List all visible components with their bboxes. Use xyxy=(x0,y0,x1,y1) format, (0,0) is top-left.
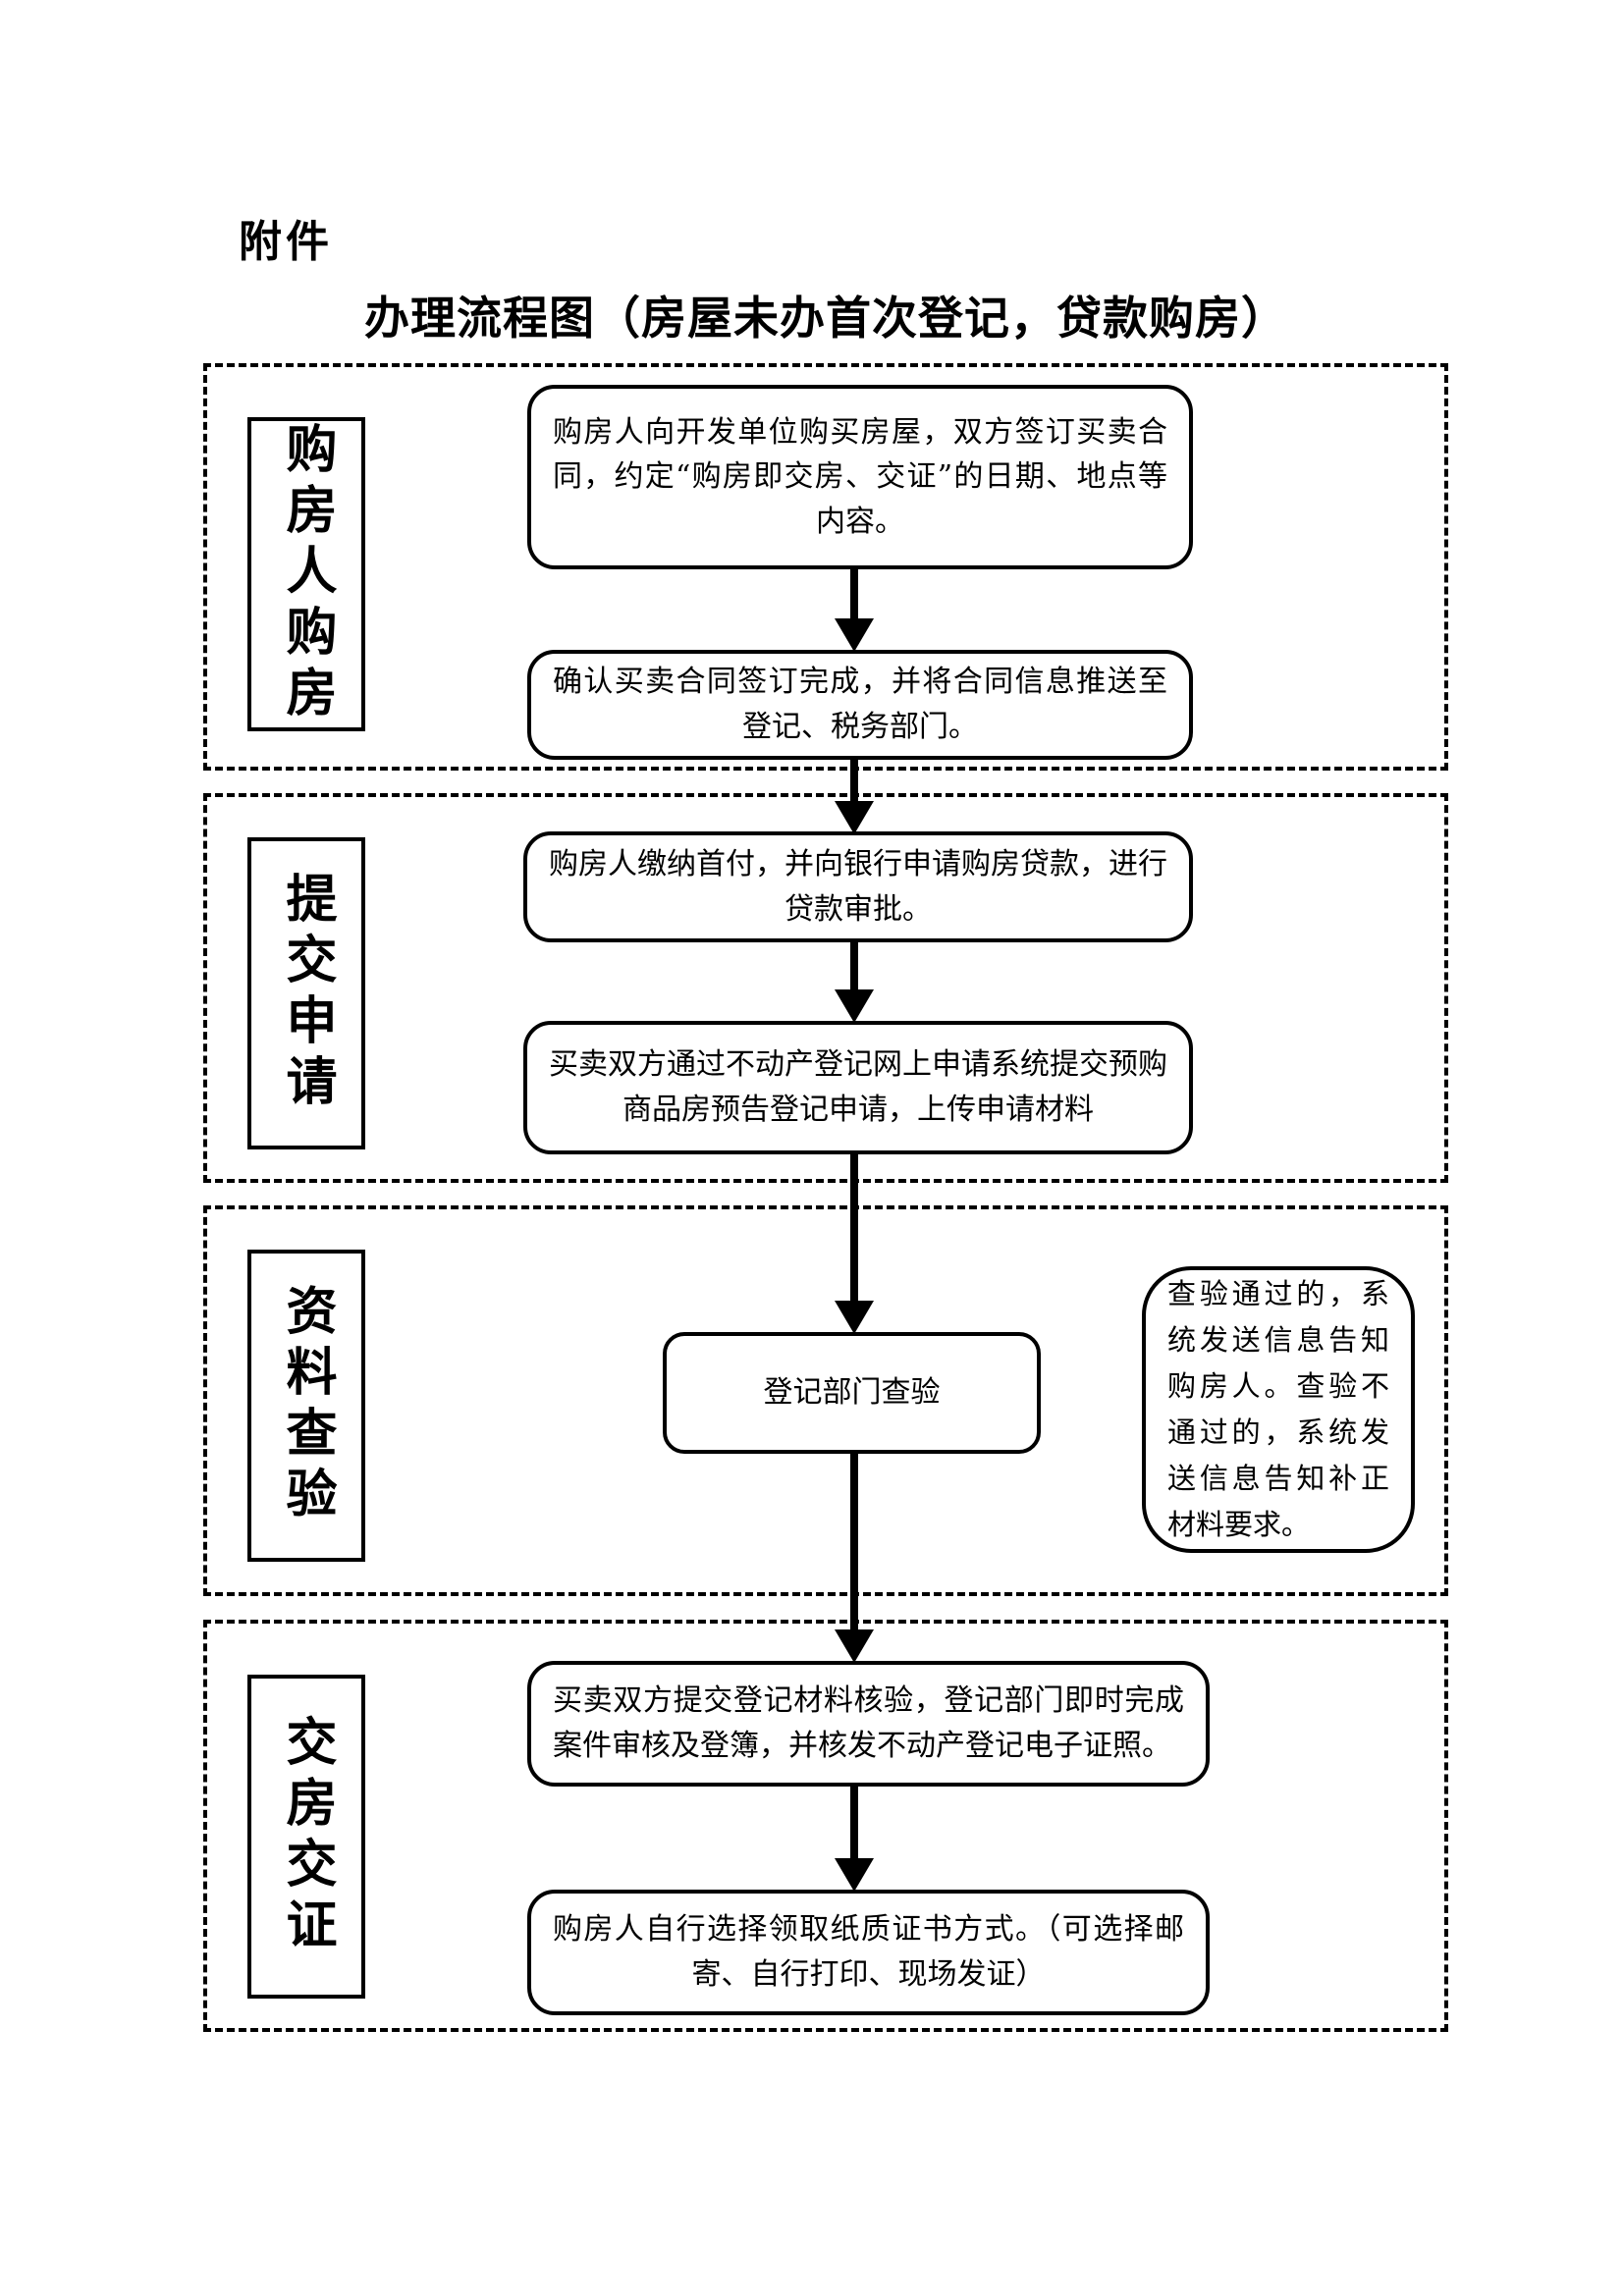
arrow-down-icon xyxy=(835,1787,874,1892)
flow-step-downpayment-loan: 购房人缴纳首付，并向银行申请购房贷款，进行贷款审批。 xyxy=(523,831,1193,942)
attachment-label: 附件 xyxy=(239,217,333,267)
note-box-check-result: 查验通过的，系统发送信息告知购房人。查验不通过的，系统发送信息告知补正材料要求。 xyxy=(1142,1266,1415,1553)
stage-label-material-check: 资料查验 xyxy=(247,1250,365,1562)
flow-step-online-preregistration: 买卖双方通过不动产登记网上申请系统提交预购商品房预告登记申请，上传申请材料 xyxy=(523,1021,1193,1154)
arrow-head xyxy=(835,618,874,652)
arrow-down-icon xyxy=(835,1154,874,1334)
stage-label-text: 提交申请 xyxy=(277,872,337,1115)
arrow-head xyxy=(835,989,874,1023)
flow-step-registration-dept-check: 登记部门查验 xyxy=(663,1332,1041,1454)
section-frame-material-check xyxy=(203,1205,1448,1596)
stage-label-delivery-certificate: 交房交证 xyxy=(247,1675,365,1999)
stage-label-text: 资料查验 xyxy=(277,1284,337,1527)
arrow-head xyxy=(835,1629,874,1663)
flow-step-sign-contract: 购房人向开发单位购买房屋，双方签订买卖合同，约定“购房即交房、交证”的日期、地点… xyxy=(527,385,1193,569)
arrow-head xyxy=(835,1301,874,1334)
stage-label-buyer-purchase: 购房人购房 xyxy=(247,417,365,731)
stage-label-text: 购房人购房 xyxy=(277,422,337,726)
arrow-down-icon xyxy=(835,1453,874,1663)
section-frame-buyer-purchase xyxy=(203,363,1448,771)
flow-step-text: 确认买卖合同签订完成，并将合同信息推送至登记、税务部门。 xyxy=(553,665,1167,744)
arrow-head xyxy=(835,801,874,834)
arrow-shaft xyxy=(850,758,858,801)
stage-label-text: 交房交证 xyxy=(277,1715,337,1958)
arrow-shaft xyxy=(850,940,858,989)
section-frame-submit-application xyxy=(203,793,1448,1183)
flow-step-text: 购房人自行选择领取纸质证书方式。（可选择邮寄、自行打印、现场发证） xyxy=(553,1912,1184,1992)
flow-step-choose-paper-cert: 购房人自行选择领取纸质证书方式。（可选择邮寄、自行打印、现场发证） xyxy=(527,1890,1210,2015)
stage-label-submit-application: 提交申请 xyxy=(247,837,365,1149)
arrow-down-icon xyxy=(835,758,874,834)
flow-step-text: 买卖双方通过不动产登记网上申请系统提交预购商品房预告登记申请，上传申请材料 xyxy=(549,1047,1167,1127)
flow-step-text: 买卖双方提交登记材料核验，登记部门即时完成案件审核及登簿，并核发不动产登记电子证… xyxy=(553,1683,1184,1763)
section-frame-delivery-certificate xyxy=(203,1620,1448,2032)
flow-step-text: 登记部门查验 xyxy=(763,1375,941,1411)
arrow-down-icon xyxy=(835,567,874,652)
arrow-shaft xyxy=(850,1787,858,1858)
arrow-shaft xyxy=(850,567,858,618)
flow-step-text: 购房人向开发单位购买房屋，双方签订买卖合同，约定“购房即交房、交证”的日期、地点… xyxy=(553,414,1167,539)
arrow-head xyxy=(835,1858,874,1892)
note-text: 查验通过的，系统发送信息告知购房人。查验不通过的，系统发送信息告知补正材料要求。 xyxy=(1167,1277,1389,1541)
flow-step-confirm-contract-push-info: 确认买卖合同签订完成，并将合同信息推送至登记、税务部门。 xyxy=(527,650,1193,760)
arrow-shaft xyxy=(850,1453,858,1629)
arrow-down-icon xyxy=(835,940,874,1023)
flow-step-review-issue-ecert: 买卖双方提交登记材料核验，登记部门即时完成案件审核及登簿，并核发不动产登记电子证… xyxy=(527,1661,1210,1787)
arrow-shaft xyxy=(850,1154,858,1301)
flow-step-text: 购房人缴纳首付，并向银行申请购房贷款，进行贷款审批。 xyxy=(549,846,1167,927)
page-title: 办理流程图（房屋未办首次登记，贷款购房） xyxy=(364,292,1287,345)
